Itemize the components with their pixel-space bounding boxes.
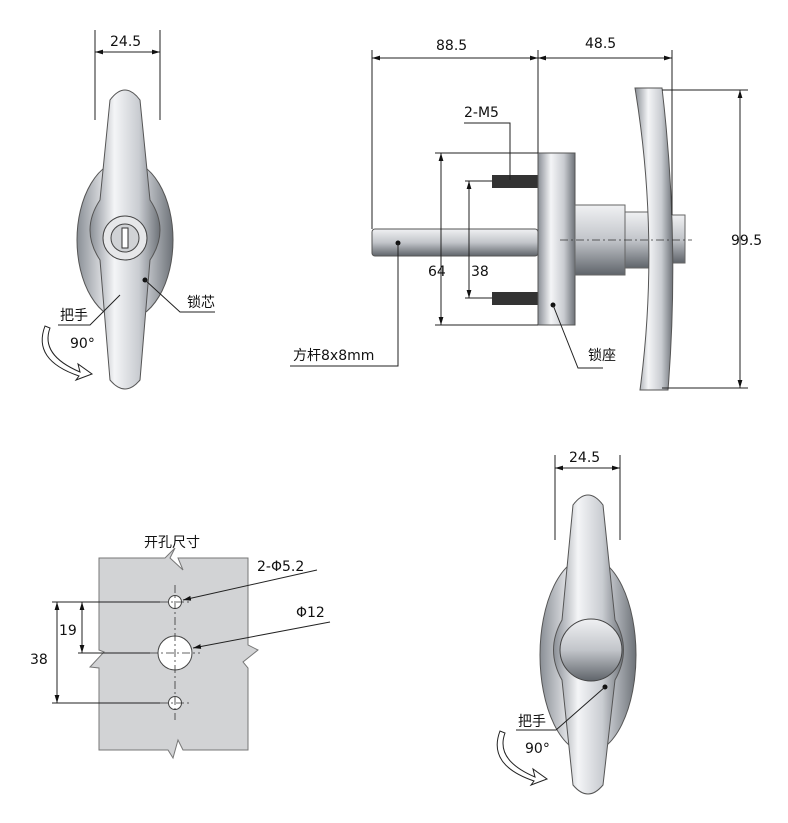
rotation-arrow-icon (41, 325, 94, 382)
cover-cap (559, 618, 623, 682)
dim-shaft-length: 88.5 (436, 38, 467, 54)
cutout-title: 开孔尺寸 (144, 535, 200, 551)
front-view-top: 24.5 锁芯 把手 90° (41, 30, 215, 390)
dim-handle-depth: 48.5 (585, 36, 616, 52)
dim-height: 99.5 (731, 233, 762, 249)
lock-base (537, 152, 576, 326)
label-angle: 90° (525, 741, 550, 757)
dim-half: 19 (59, 623, 77, 639)
label-studs: 2-M5 (464, 105, 499, 121)
dim-flange: 64 (428, 264, 446, 280)
dim-studs: 38 (471, 264, 489, 280)
dim-width: 24.5 (569, 450, 600, 466)
label-small-holes: 2-Φ5.2 (257, 559, 304, 575)
stud-top (492, 175, 538, 188)
label-handle: 把手 (60, 308, 88, 324)
dim-width: 24.5 (110, 34, 141, 50)
rotation-arrow-icon (496, 730, 549, 787)
cutout-view: 开孔尺寸 19 38 2-Φ5.2 Φ12 (30, 535, 331, 760)
label-base: 锁座 (588, 348, 616, 364)
label-shaft: 方杆8x8mm (293, 348, 374, 364)
dim-full: 38 (30, 652, 48, 668)
label-angle: 90° (70, 336, 95, 352)
front-view-bottom: 24.5 把手 90° (496, 450, 637, 795)
side-view: 88.5 48.5 99.5 64 38 2-M5 方杆8x8mm 锁座 (290, 36, 762, 391)
label-lock-core: 锁芯 (187, 295, 215, 311)
handle-side (634, 87, 674, 391)
label-center-hole: Φ12 (296, 605, 325, 621)
stud-bottom (492, 292, 538, 305)
label-handle: 把手 (518, 714, 546, 730)
